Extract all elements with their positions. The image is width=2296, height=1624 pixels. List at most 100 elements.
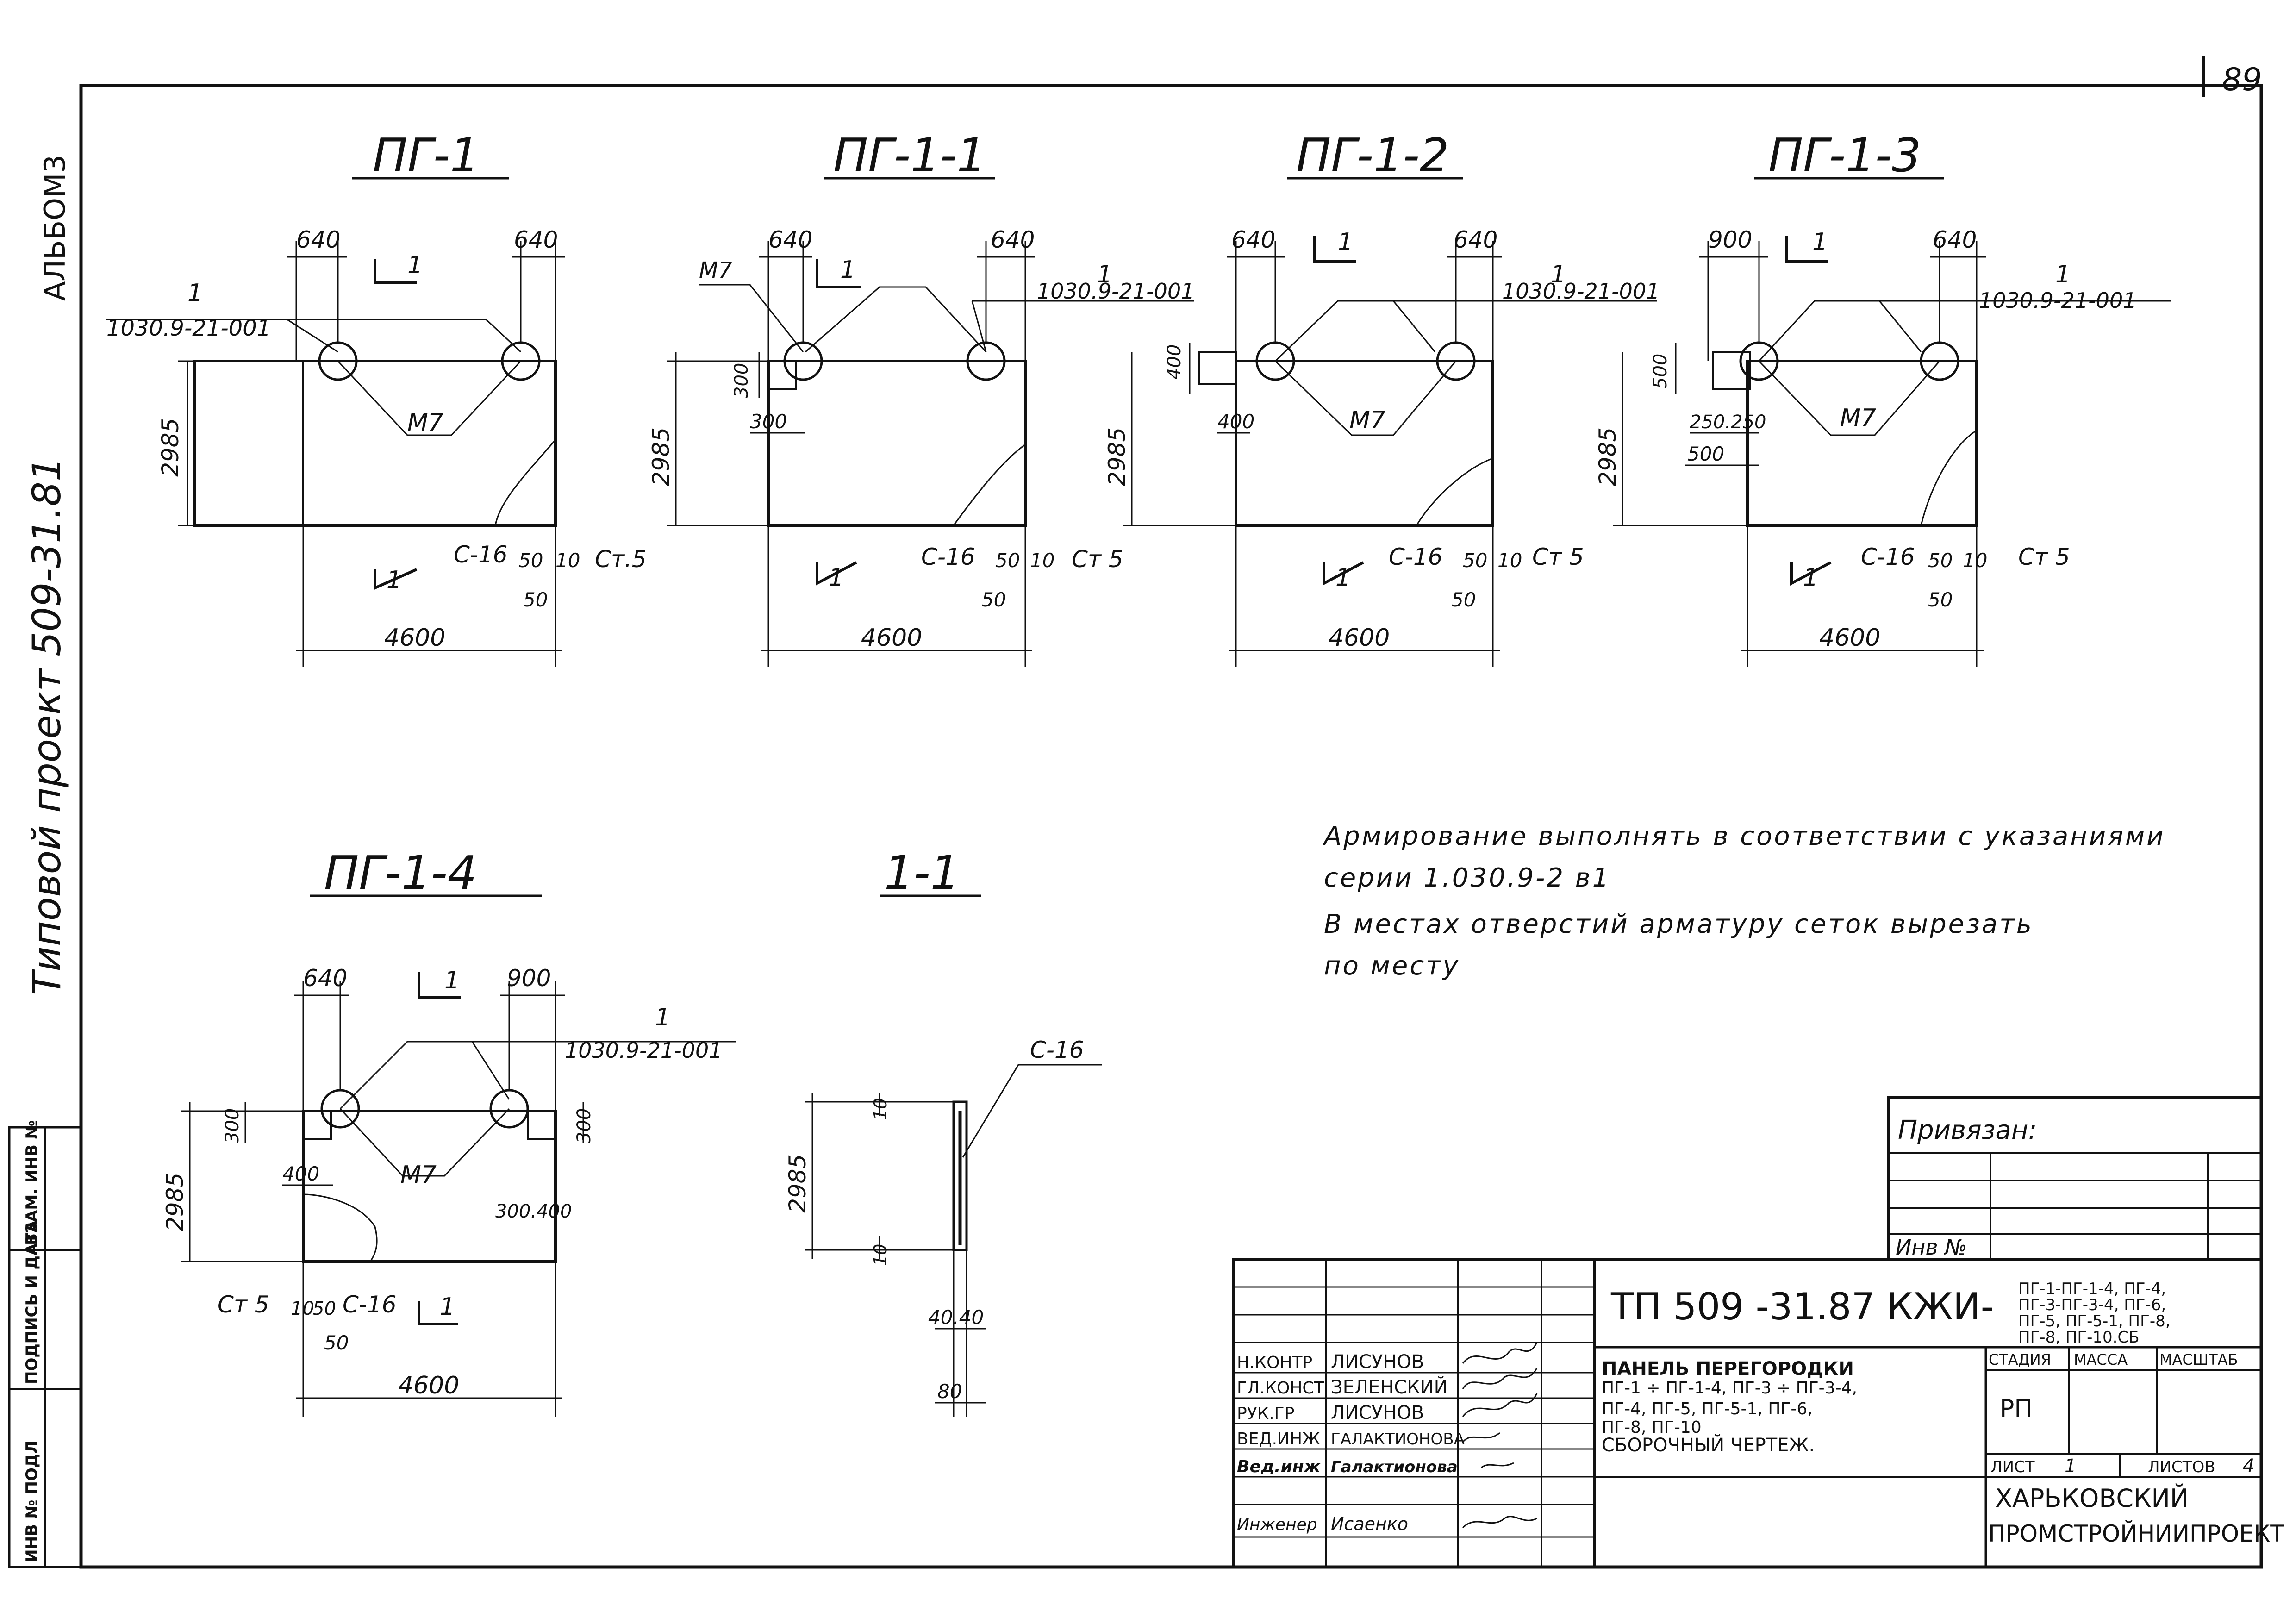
dim-50: 50 [518,549,543,572]
dim-40: 40.40 [928,1306,984,1329]
dim-50b: 50 [523,588,548,611]
dim-50b: 50 [1928,588,1953,611]
privyazan-label: Привязан: [1898,1115,2037,1145]
dim-hole-w: 250.250 [1690,412,1766,433]
panel-title: ПГ-1-1 [833,128,986,182]
dim-top-right: 640 [1454,226,1497,253]
dim-hole-h: 500 [1650,354,1671,389]
role-3: РУК.ГР [1237,1404,1294,1423]
name-2: ЗЕЛЕНСКИЙ [1331,1376,1448,1398]
part-m: М7 [400,1161,437,1189]
dim-50b: 50 [1451,588,1476,611]
dim-hole-r-w: 300.400 [495,1201,572,1222]
sheet-value: 1 [2065,1455,2076,1477]
dim-height: 2985 [784,1154,811,1213]
leader-ref: 1030.9-21-001 [1979,288,2137,313]
section-mark-bottom: 1 [1803,564,1818,592]
dim-top-right: 640 [1933,226,1977,253]
dim-50b: 50 [324,1331,349,1354]
dim-width: 4600 [384,624,445,652]
leader-ref: 1030.9-21-001 [1037,279,1195,304]
leader-ref: 1030.9-21-001 [106,315,271,341]
dim-50: 50 [995,549,1020,572]
stage-label: СТАДИЯ [1989,1351,2051,1368]
dim-80: 80 [937,1380,962,1403]
signature-6 [1462,1516,1537,1529]
inv-label: Инв № [1896,1235,1967,1260]
dim-top: 10 [870,1098,891,1120]
dim-height: 2985 [157,418,184,477]
sheet-frame: 89 [79,56,2263,1569]
name-5: Галактионова [1331,1458,1458,1476]
section-mark-top: 1 [444,967,460,994]
leader-number: 1 [1097,261,1112,288]
dim-top-right: 900 [507,965,551,992]
dim-hole-r-h: 300 [574,1108,595,1143]
name-4: ГАЛАКТИОНОВА [1331,1430,1465,1449]
section-mark-top: 1 [1338,228,1353,256]
leader-number: 1 [1551,261,1566,288]
note-line-3: В местах отверстий арматуру сеток выреза… [1324,909,2034,939]
leader-number: 1 [2055,261,2071,288]
bar-label: Ст 5 [2018,543,2070,570]
dim-hole-h: 300 [222,1108,243,1143]
role-2: ГЛ.КОНСТ [1237,1379,1325,1398]
dim-top-left: 640 [303,965,347,992]
project-label: Типовой проект 509-31.81 [24,457,69,995]
section-mark-bottom: 1 [1335,564,1351,592]
dim-top-left: 640 [768,226,812,253]
signature-4 [1462,1432,1500,1443]
dim-hole-w: 400 [1217,410,1254,433]
sheet-label: ЛИСТ [1990,1458,2035,1476]
mesh-label: С-16 [1861,543,1915,570]
dim-top-left: 900 [1708,226,1752,253]
notes: Армирование выполнять в соответствии с у… [1323,821,2165,981]
part-m: М7 [1349,406,1385,434]
signature-5 [1481,1462,1514,1468]
dim-width: 4600 [398,1372,459,1399]
dim-10: 10 [1963,549,1987,572]
name-3: ЛИСУНОВ [1331,1402,1424,1424]
desc-line-1: ПАНЕЛЬ ПЕРЕГОРОДКИ [1602,1358,1854,1380]
code-tail-4: ПГ-8, ПГ-10.СБ [2018,1328,2140,1347]
section-mark-bottom: 1 [387,566,402,594]
scale-label: МАСШТАБ [2159,1351,2238,1368]
note-line-1: Армирование выполнять в соответствии с у… [1323,821,2165,851]
dim-height: 2985 [648,427,674,486]
code-tail-1: ПГ-1-ПГ-1-4, ПГ-4, [2018,1280,2166,1298]
panel-pg-1-4: ПГ-1-4 М7 1 1030.9-21-001 640 900 1 1 29… [162,846,736,1417]
dim-10: 10 [291,1298,314,1319]
desc-line-3: ПГ-4, ПГ-5, ПГ-5-1, ПГ-6, [1602,1399,1813,1418]
dim-hole-h: 400 [1164,344,1185,380]
dim-width: 4600 [1819,624,1880,652]
part-m: М7 [407,409,443,437]
dim-50b: 50 [981,588,1006,611]
dim-10: 10 [555,549,580,572]
panel-pg-1-3: ПГ-1-3 М7 1 1030.9-21-001 900 640 1 1 29… [1594,128,2171,667]
dim-hole-w: 300 [750,410,787,433]
mesh-label: С-16 [1030,1037,1084,1063]
dim-10: 10 [1497,549,1522,572]
code-tail-3: ПГ-5, ПГ-5-1, ПГ-8, [2018,1312,2171,1330]
part-m: М7 [699,257,732,283]
dim-hole-h: 300 [731,363,752,398]
dim-50: 50 [1928,549,1953,572]
section-title: 1-1 [884,846,960,900]
album-label: АЛЬБОМ3 [38,155,72,301]
signature-2 [1462,1368,1538,1389]
org-line-2: ПРОМСТРОЙНИИПРОЕКТ [1988,1520,2284,1547]
mesh-label: С-16 [454,541,508,568]
leader-number: 1 [187,279,203,307]
bar-label: Ст.5 [595,546,647,573]
bar-label: Ст 5 [218,1291,269,1318]
doc-code: ТП 509 -31.87 КЖИ- [1610,1285,1994,1328]
dim-10: 10 [1030,549,1054,572]
mesh-label: С-16 [921,543,975,570]
panel-pg-1-1: ПГ-1-1 М7 1 1030.9-21-001 640 640 1 1 29… [648,128,1195,667]
dim-top-left: 640 [296,226,340,253]
dim-height: 2985 [1594,427,1621,486]
dim-bottom: 10 [870,1244,891,1266]
role-1: Н.КОНТР [1237,1353,1312,1372]
section-mark-bottom: 1 [829,564,844,592]
